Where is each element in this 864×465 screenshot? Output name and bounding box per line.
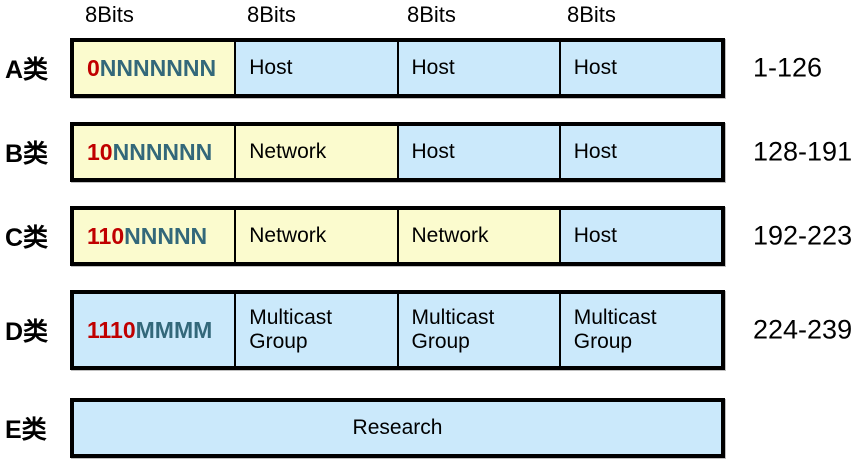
class-a-bit-prefix: 0 xyxy=(87,54,100,81)
class-b-range: 128-191 xyxy=(753,136,853,167)
class-b-octet-3: Host xyxy=(396,126,559,178)
class-d-octet-4: Multicast Group xyxy=(558,294,721,366)
class-c-label: C类 xyxy=(5,224,49,252)
class-b-bit-letters: NNNNNN xyxy=(112,138,213,165)
class-d-bit-letters: MMMM xyxy=(135,316,213,343)
class-a-octet-3: Host xyxy=(396,42,559,94)
class-c-octet-3: Network xyxy=(396,210,559,262)
class-a-label: A类 xyxy=(5,56,49,84)
class-a-range: 1-126 xyxy=(753,52,823,83)
class-d-range: 224-239 xyxy=(753,314,853,345)
class-c-bit-prefix: 110 xyxy=(87,222,125,249)
class-d-octet-3-text: Multicast Group xyxy=(411,305,495,353)
class-c-range: 192-223 xyxy=(753,220,853,251)
class-b-label: B类 xyxy=(5,140,49,168)
class-d-bit-prefix: 1110 xyxy=(87,316,136,343)
class-d-octet-4-text: Multicast Group xyxy=(573,305,657,353)
class-e-box: Research xyxy=(70,398,725,458)
bits-header-2: 8Bits xyxy=(247,2,296,27)
class-e-label: E类 xyxy=(5,416,47,444)
class-b-octet-2: Network xyxy=(234,126,397,178)
class-e-research-cell: Research xyxy=(74,402,721,454)
class-c-octet-2: Network xyxy=(234,210,397,262)
class-d-label: D类 xyxy=(5,318,49,346)
bits-header-1: 8Bits xyxy=(85,2,134,27)
row-class-e: E类 Research xyxy=(0,398,864,458)
class-c-bit-letters: NNNNN xyxy=(124,222,208,249)
bits-header-4: 8Bits xyxy=(567,2,616,27)
bits-header-3: 8Bits xyxy=(407,2,456,27)
class-a-octet-2: Host xyxy=(234,42,397,94)
class-d-octet-3: Multicast Group xyxy=(396,294,559,366)
class-a-octet-4: Host xyxy=(558,42,721,94)
class-d-octet-2: Multicast Group xyxy=(234,294,397,366)
class-c-octet-4: Host xyxy=(558,210,721,262)
class-d-octet-2-text: Multicast Group xyxy=(249,305,333,353)
class-b-octet-4: Host xyxy=(558,126,721,178)
class-a-bit-letters: NNNNNNN xyxy=(99,54,217,81)
class-b-bit-prefix: 10 xyxy=(87,138,113,165)
